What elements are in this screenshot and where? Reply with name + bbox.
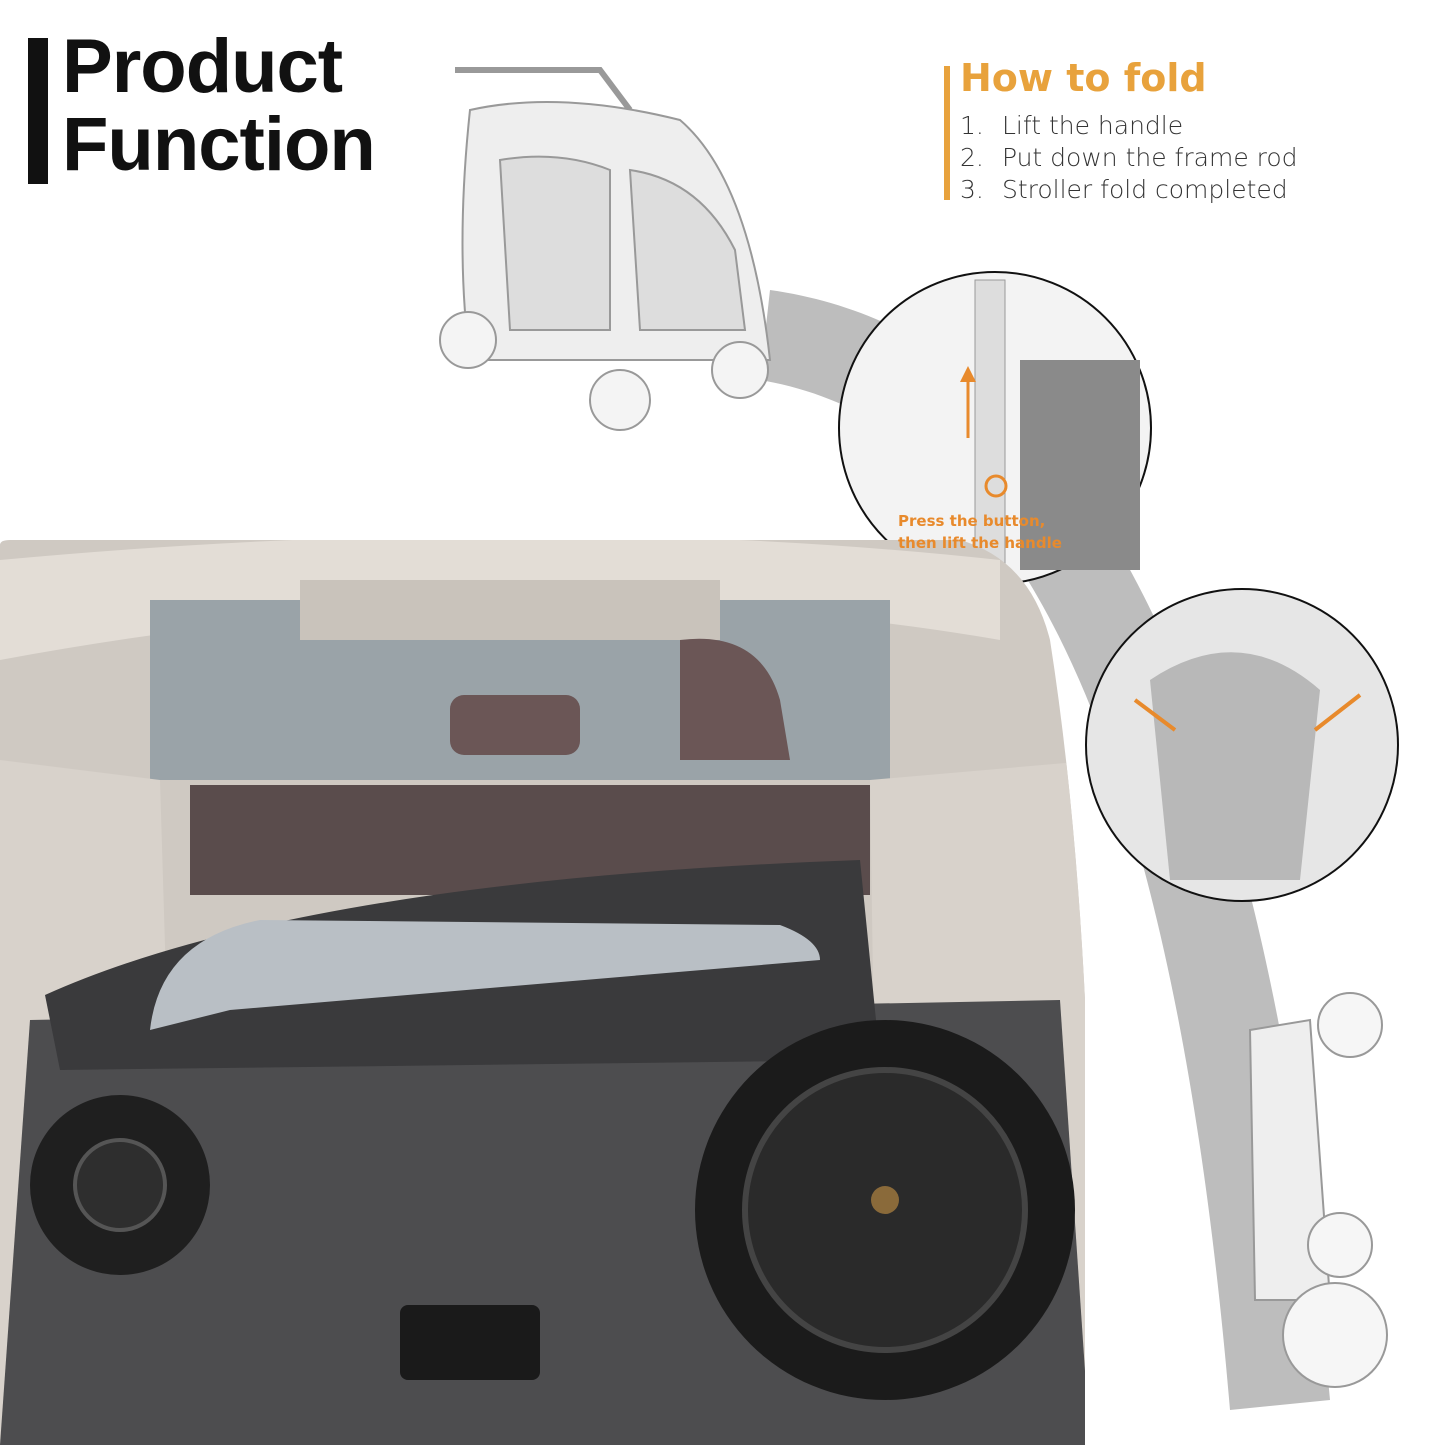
title-line-2: Function [62, 102, 376, 187]
press-button-callout: Press the button, then lift the handle [898, 512, 1062, 552]
car-trunk-photo [0, 540, 1085, 1445]
how-to-fold-title: How to fold [960, 56, 1207, 100]
stroller-sketch-unfolded [439, 67, 772, 431]
fold-steps-list: 1. Lift the handle 2. Put down the frame… [960, 110, 1298, 206]
fold-step: 3. Stroller fold completed [960, 175, 1288, 204]
page-title: Product Function [62, 24, 376, 187]
title-line-1: Product [62, 24, 343, 109]
step2-detail-circle [1085, 588, 1399, 902]
step1-detail-circle [838, 271, 1152, 585]
fold-step: 2. Put down the frame rod [960, 143, 1298, 172]
fold-step: 1. Lift the handle [960, 111, 1184, 140]
stroller-sketch-folded [1248, 992, 1388, 1388]
title-accent-bar [28, 38, 48, 184]
fold-accent-bar [944, 66, 950, 200]
